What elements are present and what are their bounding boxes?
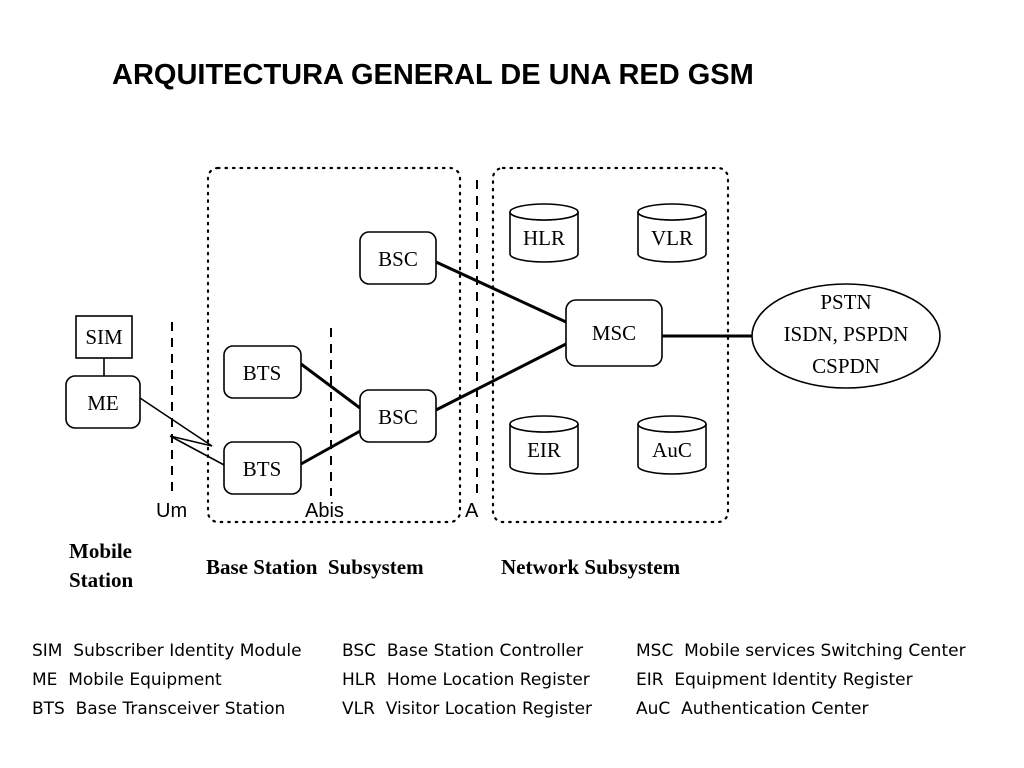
legend-auc: AuC Authentication Center [636, 699, 869, 719]
bts-node-2: BTS [223, 441, 302, 495]
legend-me: ME Mobile Equipment [32, 670, 222, 690]
svg-text:HLR: HLR [523, 226, 565, 250]
legend-bsc: BSC Base Station Controller [342, 641, 583, 661]
svg-text:AuC: AuC [652, 438, 692, 462]
msc-node: MSC [565, 299, 663, 367]
svg-text:VLR: VLR [651, 226, 693, 250]
bsc2-msc-link [435, 342, 567, 412]
legend-vlr: VLR Visitor Location Register [342, 699, 592, 719]
bts-node-1: BTS [223, 345, 302, 399]
legend: SIM Subscriber Identity Module BSC Base … [32, 641, 966, 719]
svg-text:ISDN, PSPDN: ISDN, PSPDN [784, 322, 909, 346]
legend-sim: SIM Subscriber Identity Module [32, 641, 302, 661]
svg-text:MSC: MSC [592, 321, 636, 345]
svg-text:BSC: BSC [378, 247, 418, 271]
um-interface-label: Um [156, 500, 187, 522]
svg-text:BTS: BTS [243, 361, 282, 385]
external-networks-node: PSTN ISDN, PSPDN CSPDN [751, 283, 941, 389]
svg-text:EIR: EIR [527, 438, 561, 462]
vlr-database: VLR [637, 203, 707, 263]
svg-text:SIM: SIM [85, 325, 123, 349]
mobile-station-label-line2: Station [69, 568, 134, 592]
legend-msc: MSC Mobile services Switching Center [636, 641, 966, 661]
bsc1-msc-link [435, 260, 567, 324]
eir-database: EIR [509, 415, 579, 475]
base-station-subsystem-label: Base Station Subsystem [206, 555, 424, 579]
abis-interface-label: Abis [305, 500, 344, 522]
svg-text:CSPDN: CSPDN [812, 354, 880, 378]
auc-database: AuC [637, 415, 707, 475]
network-subsystem-boundary [491, 166, 730, 524]
radio-link [139, 397, 227, 467]
svg-text:BTS: BTS [243, 457, 282, 481]
mobile-station-label-line1: Mobile [69, 539, 132, 563]
page-title: ARQUITECTURA GENERAL DE UNA RED GSM [112, 59, 754, 91]
me-node: ME [65, 375, 141, 429]
sim-node: SIM [75, 315, 133, 359]
bts1-bsc2-link [300, 362, 361, 410]
bsc-node-2: BSC [359, 389, 437, 443]
legend-eir: EIR Equipment Identity Register [636, 670, 913, 690]
base-station-subsystem-boundary [206, 166, 462, 524]
hlr-database: HLR [509, 203, 579, 263]
svg-text:PSTN: PSTN [820, 290, 871, 314]
a-interface-label: A [465, 500, 479, 522]
svg-text:BSC: BSC [378, 405, 418, 429]
svg-text:ME: ME [87, 391, 119, 415]
legend-bts: BTS Base Transceiver Station [32, 699, 285, 719]
network-subsystem-label: Network Subsystem [501, 555, 681, 579]
bsc-node-1: BSC [359, 231, 437, 285]
bts2-bsc2-link [300, 428, 363, 466]
legend-hlr: HLR Home Location Register [342, 670, 590, 690]
